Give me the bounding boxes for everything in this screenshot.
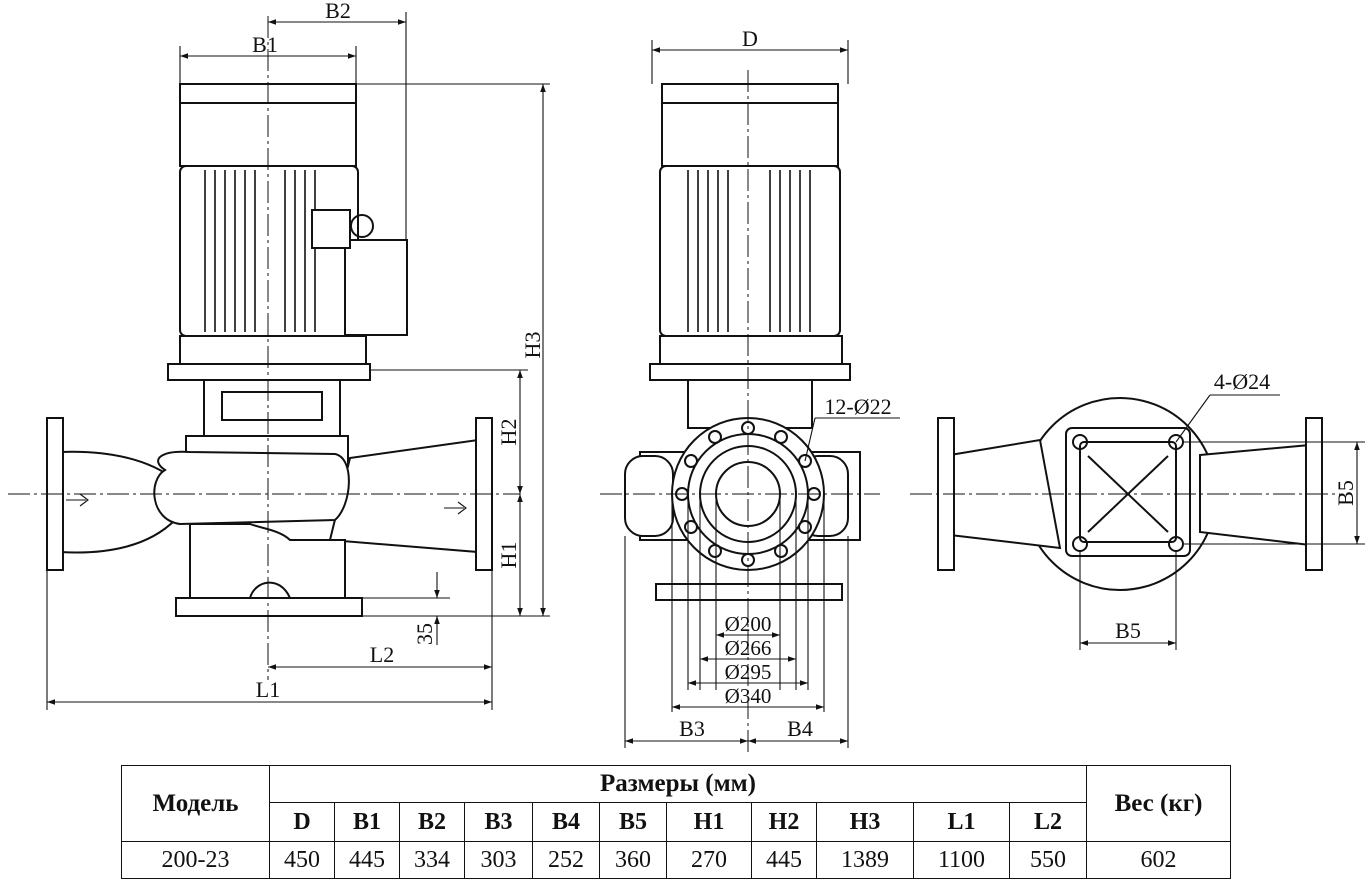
front-motor-fins bbox=[687, 170, 811, 332]
dim-b2-label: B2 bbox=[325, 0, 351, 23]
dia-295-label: Ø295 bbox=[725, 660, 772, 684]
value-cell: 445 bbox=[751, 841, 817, 879]
dia-200-label: Ø200 bbox=[725, 612, 772, 636]
dim-b5-bottom-label: B5 bbox=[1115, 618, 1141, 643]
dim-l1-label: L1 bbox=[256, 677, 280, 702]
value-cell: 450 bbox=[269, 841, 335, 879]
column-header: H3 bbox=[816, 802, 914, 842]
weight-header: Вес (кг) bbox=[1086, 765, 1231, 842]
dim-35-label: 35 bbox=[412, 623, 437, 645]
dim-h1-label: H1 bbox=[496, 542, 521, 569]
value-cell: 270 bbox=[666, 841, 752, 879]
value-cell: 252 bbox=[532, 841, 600, 879]
column-header: H1 bbox=[666, 802, 752, 842]
dim-l2-label: L2 bbox=[370, 642, 394, 667]
column-header: B2 bbox=[399, 802, 465, 842]
value-cell: 334 bbox=[399, 841, 465, 879]
column-header: B3 bbox=[464, 802, 533, 842]
value-cell: 303 bbox=[464, 841, 533, 879]
column-header: H2 bbox=[751, 802, 817, 842]
dim-b4-label: B4 bbox=[787, 716, 813, 741]
front-view: D 12-Ø22 Ø200 Ø266 Ø295 Ø340 B3 B4 bbox=[600, 26, 900, 752]
dim-d-label: D bbox=[742, 26, 758, 51]
dim-h3-label: H3 bbox=[520, 332, 545, 359]
value-cell: 445 bbox=[334, 841, 400, 879]
dim-h2-label: H2 bbox=[496, 419, 521, 446]
column-header: B1 bbox=[334, 802, 400, 842]
dim-b5-side-label: B5 bbox=[1333, 480, 1358, 506]
value-cell: 550 bbox=[1009, 841, 1087, 879]
pump-dimension-drawing: B1 B2 H3 H2 H1 35 L2 L1 bbox=[8, 0, 1365, 752]
column-header: B4 bbox=[532, 802, 600, 842]
motor-fins bbox=[204, 170, 316, 332]
flange-bolts-label: 12-Ø22 bbox=[824, 394, 891, 419]
column-header: D bbox=[269, 802, 335, 842]
dim-b3-label: B3 bbox=[679, 716, 705, 741]
dimensions-header: Размеры (мм) bbox=[269, 765, 1087, 803]
weight-cell: 602 bbox=[1086, 841, 1231, 879]
side-view: B1 B2 H3 H2 H1 35 L2 L1 bbox=[8, 0, 550, 710]
base-bolts-label: 4-Ø24 bbox=[1214, 369, 1270, 394]
column-header: B5 bbox=[599, 802, 667, 842]
value-cell: 1389 bbox=[816, 841, 914, 879]
value-cell: 360 bbox=[599, 841, 667, 879]
dia-340-label: Ø340 bbox=[725, 684, 772, 708]
model-header: Модель bbox=[121, 765, 270, 842]
column-header: L2 bbox=[1009, 802, 1087, 842]
column-header: L1 bbox=[913, 802, 1010, 842]
dia-266-label: Ø266 bbox=[725, 636, 772, 660]
dim-b1-label: B1 bbox=[252, 32, 278, 57]
table-row: 200-23 450 445 334 303 252 360 270 445 1… bbox=[121, 841, 1231, 879]
top-view: 4-Ø24 B5 B5 bbox=[910, 369, 1365, 650]
value-cell: 1100 bbox=[913, 841, 1010, 879]
specification-table: Модель Размеры (мм) Вес (кг) D B1 B2 B3 … bbox=[121, 765, 1231, 879]
model-cell: 200-23 bbox=[121, 841, 270, 879]
